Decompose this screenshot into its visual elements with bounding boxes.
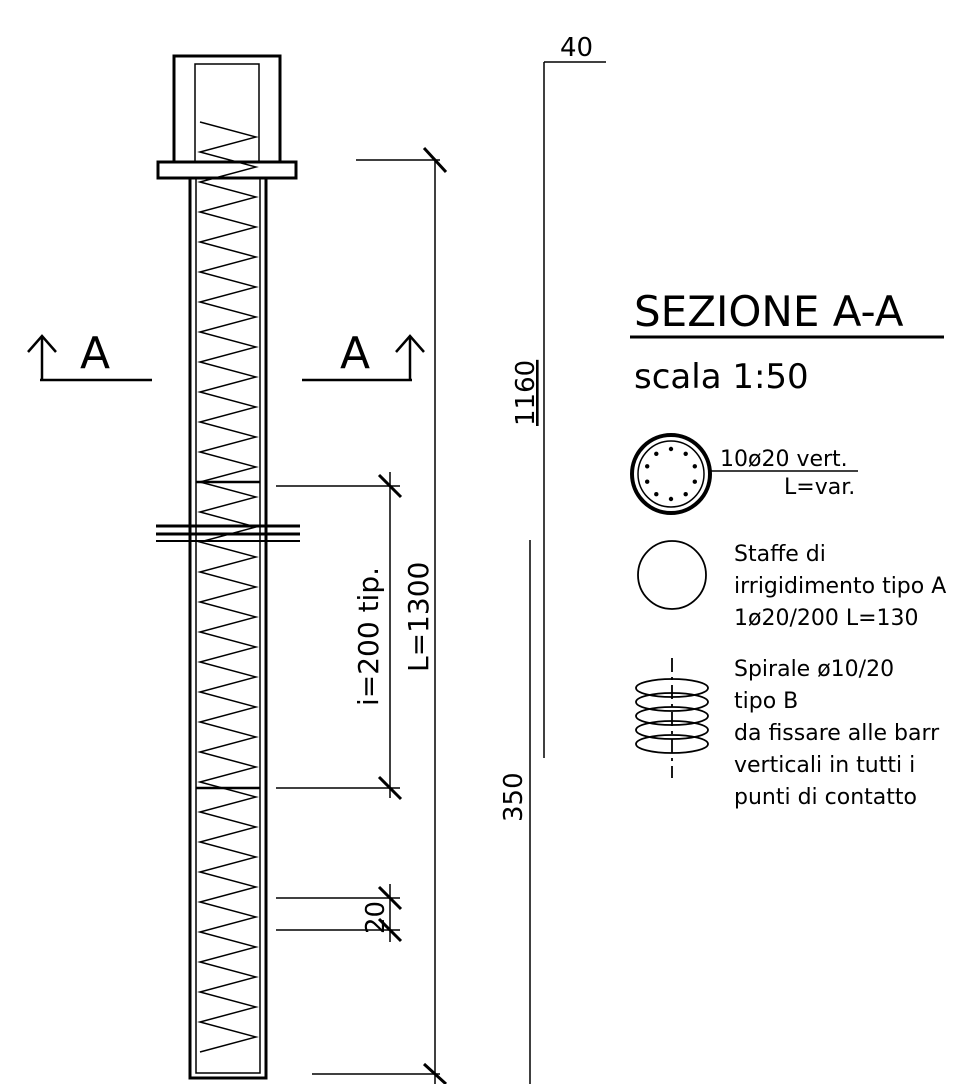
legend-stirrups-line2: irrigidimento tipo A: [734, 574, 946, 599]
pile-shaft-outer: [188, 176, 268, 1080]
vertical-bar-dot: [692, 479, 697, 484]
legend-vertical-bars-length: L=var.: [784, 475, 855, 500]
dim-bar-length: L=1300: [402, 562, 435, 672]
legend-spiral-line1: Spirale ø10/20: [734, 657, 894, 682]
vertical-bar-dot: [692, 464, 697, 469]
legend-spiral-line2: tipo B: [734, 689, 798, 714]
legend-vertical-bars-label: 10ø20 vert.: [720, 447, 848, 472]
cut-marker-left-letter: A: [80, 328, 110, 379]
dim-spacing: i=200 tip.: [352, 567, 385, 706]
pile-shaft-inner: [195, 177, 261, 1074]
cut-marker-left: [27, 334, 152, 382]
dimension-lines: [276, 61, 606, 1084]
legend-spiral-line4: verticali in tutti i: [734, 753, 915, 778]
cut-marker-right: [302, 334, 425, 382]
legend-spiral-line5: punti di contatto: [734, 785, 917, 810]
vertical-bar-dot: [683, 492, 688, 497]
section-title: SEZIONE A-A: [634, 287, 904, 336]
legend-stirrups-line1: Staffe di: [734, 542, 826, 567]
legend-spiral-line3: da fissare alle barr: [734, 721, 940, 746]
vertical-bar-dot: [683, 451, 688, 456]
dim-spiral-pitch: 20: [361, 901, 391, 934]
pile-collar-plate: [156, 160, 298, 180]
pile-elevation: [156, 54, 300, 1080]
legend-stirrups-line3: 1ø20/200 L=130: [734, 606, 919, 631]
vertical-bar-dot: [654, 451, 659, 456]
dim-lower-height: 350: [499, 772, 529, 822]
dim-top-width: 40: [560, 33, 593, 63]
vertical-bar-dot: [645, 479, 650, 484]
section-scale: scala 1:50: [634, 357, 809, 397]
pile-head-inner: [194, 63, 260, 163]
spiral-symbol-icon: [635, 658, 709, 778]
pile-head-cap: [172, 54, 282, 164]
vertical-bars-section-icon: [630, 433, 712, 515]
stirrup-symbol-icon: [637, 540, 707, 610]
dim-total-height: 1160: [511, 360, 541, 426]
vertical-bar-dot: [645, 464, 650, 469]
spiral-zigzag: [197, 121, 259, 1053]
vertical-bar-dot: [668, 496, 674, 502]
cut-marker-right-letter: A: [340, 328, 370, 379]
vertical-bar-dot: [654, 492, 659, 497]
vertical-bar-dot: [668, 446, 674, 452]
